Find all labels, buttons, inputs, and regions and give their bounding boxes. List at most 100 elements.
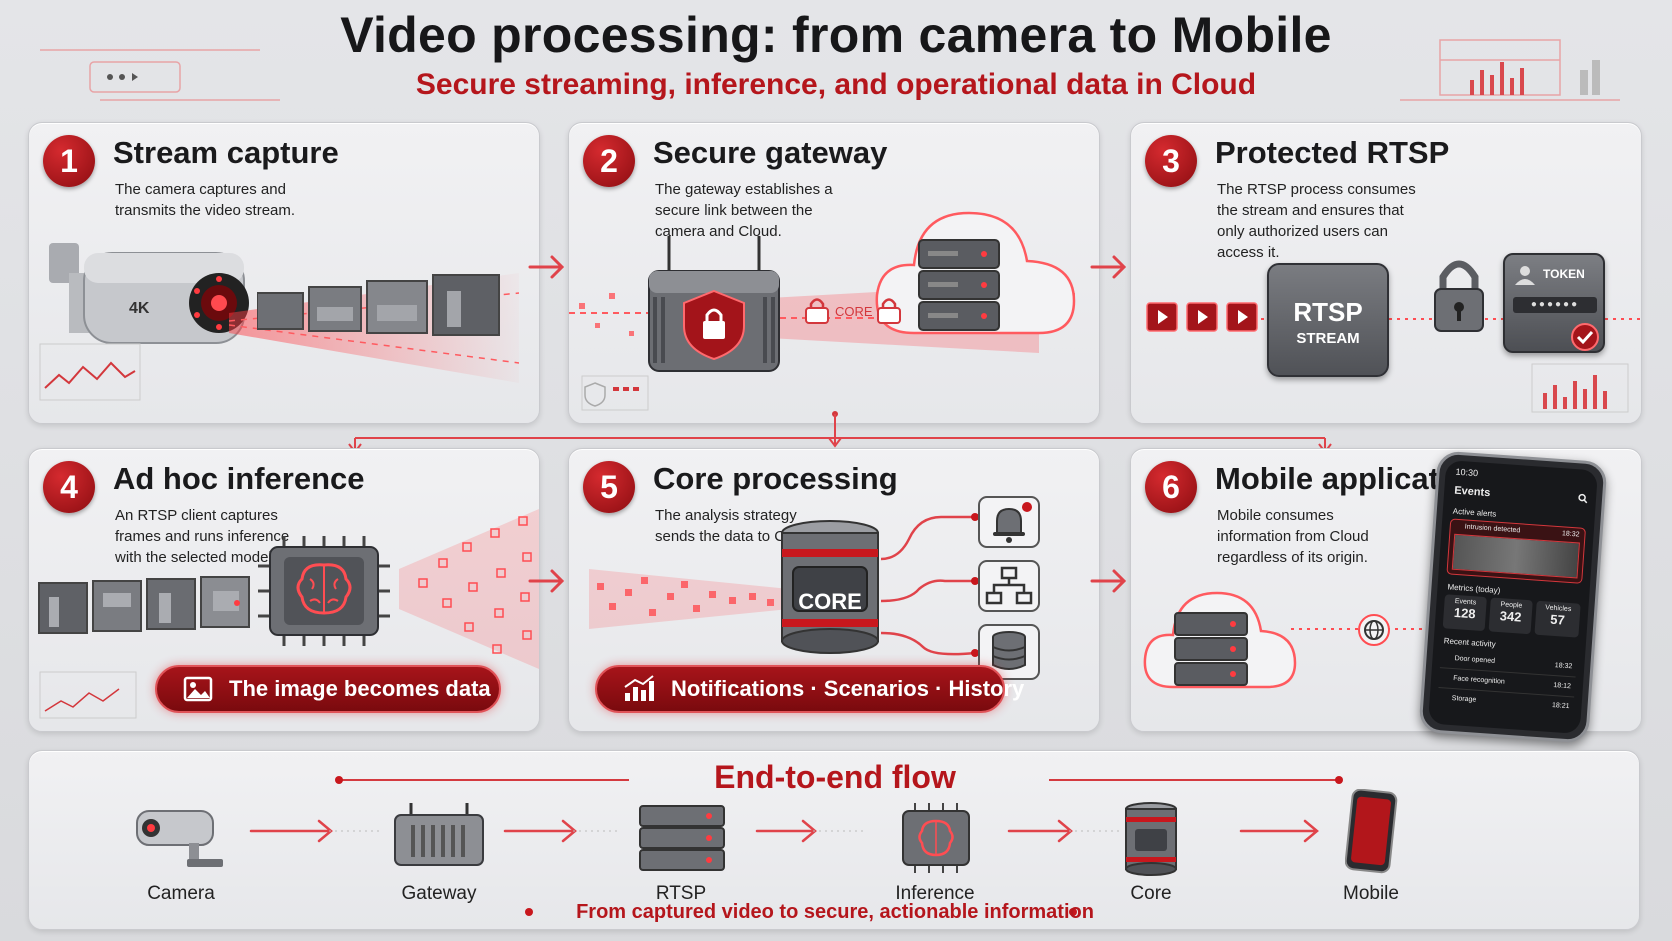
token-label: TOKEN — [1543, 267, 1585, 281]
mini-chart-decoration — [39, 671, 137, 719]
title-rule-left — [339, 779, 629, 781]
step-panel-core-processing: 5 Core processing The analysis strategy … — [568, 448, 1100, 732]
chart-growth-icon — [624, 675, 654, 701]
sitemap-icon — [978, 560, 1040, 612]
camera-4k-label: 4K — [129, 300, 150, 317]
page-title: Video processing: from camera to Mobile — [340, 7, 1332, 63]
flow-node-label: Core — [1130, 883, 1172, 904]
flow-arrow-2-3 — [1090, 255, 1127, 279]
hud-decoration-left — [40, 49, 280, 101]
security-camera-icon — [136, 810, 223, 867]
phone-header: Events — [1453, 484, 1491, 500]
step-number: 1 — [43, 135, 95, 187]
alert-text: Intrusion detected — [1464, 523, 1521, 535]
inference-result-pill: The image becomes data — [155, 665, 501, 713]
flow-arrow-4-5 — [528, 569, 565, 593]
step-title: Protected RTSP — [1215, 135, 1450, 170]
core-outputs-pill: Notifications · Scenarios · History — [595, 665, 1024, 713]
alerts-title: Active alerts — [1452, 506, 1497, 519]
core-database-icon — [781, 520, 879, 654]
phone-time: 10:30 — [1455, 466, 1479, 479]
flow-node-label: Inference — [895, 883, 975, 904]
step-number: 5 — [583, 461, 635, 513]
step-title: Secure gateway — [653, 135, 888, 170]
flow-footer: From captured video to secure, actionabl… — [576, 901, 1094, 923]
step-panel-protected-rtsp: 3 Protected RTSP The RTSP process consum… — [1130, 122, 1642, 424]
step-number: 4 — [43, 461, 95, 513]
step-title: Stream capture — [113, 135, 339, 170]
mini-chart-decoration — [39, 343, 141, 401]
flow-title: End-to-end flow — [714, 759, 956, 795]
core-tag-decoration: CORE — [835, 304, 873, 319]
step-panel-mobile-application: 6 Mobile application Mobile consumes inf… — [1130, 448, 1642, 732]
gateway-router-icon — [394, 803, 484, 866]
title-rule-right — [1049, 779, 1339, 781]
alert-card[interactable]: Intrusion detected 18:32 — [1446, 518, 1586, 584]
core-database-icon — [1125, 802, 1177, 876]
alert-time: 18:32 — [1561, 530, 1580, 539]
padlock-icon — [1434, 260, 1484, 332]
activity-title: Recent activity — [1443, 636, 1496, 649]
lock-icon — [877, 298, 901, 324]
step-number: 2 — [583, 135, 635, 187]
globe-icon — [1358, 614, 1390, 646]
flow-node-label: RTSP — [655, 883, 707, 904]
frame-strip — [38, 576, 250, 634]
page-subtitle: Secure streaming, inference, and operati… — [415, 68, 1257, 101]
step-title: Ad hoc inference — [113, 461, 365, 496]
step-description: The camera captures and transmits the vi… — [115, 181, 296, 219]
step-title: Core processing — [653, 461, 898, 496]
step-panel-secure-gateway: 2 Secure gateway The gateway establishes… — [568, 122, 1100, 424]
step-description: An RTSP client captures frames and runs … — [115, 507, 290, 566]
metric-vehicles: Vehicles 57 — [1534, 600, 1581, 638]
lock-icon — [805, 298, 829, 324]
data-particles — [399, 509, 539, 669]
smartphone: 10:30 Events Active alerts Intrusion det… — [1418, 450, 1608, 744]
core-output-connectors — [880, 513, 979, 657]
flow-arrow-5-6 — [1090, 569, 1127, 593]
flow-node-label: Camera — [147, 883, 215, 904]
step-description: The gateway establishes a secure link be… — [655, 181, 833, 240]
footer-dot-left — [525, 908, 533, 916]
token-password-field: ●●●●●● — [1513, 297, 1597, 313]
image-icon — [183, 676, 213, 702]
title-rule-dot — [1335, 776, 1343, 784]
pill-label: The image becomes data — [229, 676, 491, 701]
ai-chip-brain-icon — [258, 536, 390, 646]
database-icon — [978, 624, 1040, 680]
metrics-title: Metrics (today) — [1447, 582, 1501, 596]
server-rack-icon — [1174, 612, 1248, 686]
phone-screen: 10:30 Events Active alerts Intrusion det… — [1427, 460, 1599, 734]
step-panel-ad-hoc-inference: 4 Ad hoc inference An RTSP client captur… — [28, 448, 540, 732]
pill-label: Notifications · Scenarios · History — [671, 676, 1025, 701]
flow-node-label: Gateway — [401, 883, 477, 904]
video-frames — [257, 274, 500, 336]
step-panel-stream-capture: 1 Stream capture The camera captures and… — [28, 122, 540, 424]
video-clip-icons — [1146, 302, 1258, 332]
footer-dot-right — [1069, 908, 1077, 916]
core-label: CORE — [798, 589, 862, 614]
step-description: Mobile consumes information from Cloud r… — [1217, 507, 1369, 566]
title-rule-dot — [335, 776, 343, 784]
ai-chip-brain-icon — [902, 803, 970, 873]
flow-node-label: Mobile — [1343, 883, 1399, 904]
server-rack-icon — [918, 239, 1000, 331]
step-number: 6 — [1145, 461, 1197, 513]
mini-bars-decoration — [1531, 363, 1629, 413]
step-description: The analysis strategy sends the data to … — [655, 507, 811, 545]
gateway-router-icon — [648, 236, 780, 372]
svg-text:CORE: CORE — [835, 304, 873, 319]
smartphone-icon — [1345, 789, 1398, 874]
flow-arrows — [249, 819, 1319, 843]
security-camera-icon: 4K — [49, 243, 249, 344]
shield-badge-decoration — [581, 375, 649, 411]
rtsp-stream-box: RTSP STREAM — [1267, 263, 1389, 377]
hud-decoration-right — [1400, 39, 1620, 101]
metric-events: Events 128 — [1442, 594, 1487, 632]
data-particles — [589, 569, 789, 629]
rtsp-box-line1: RTSP — [1293, 297, 1363, 327]
flow-arrow-1-2 — [528, 255, 565, 279]
check-circle-icon — [1571, 323, 1599, 351]
metric-people: People 342 — [1488, 597, 1533, 635]
search-icon[interactable] — [1578, 493, 1589, 504]
